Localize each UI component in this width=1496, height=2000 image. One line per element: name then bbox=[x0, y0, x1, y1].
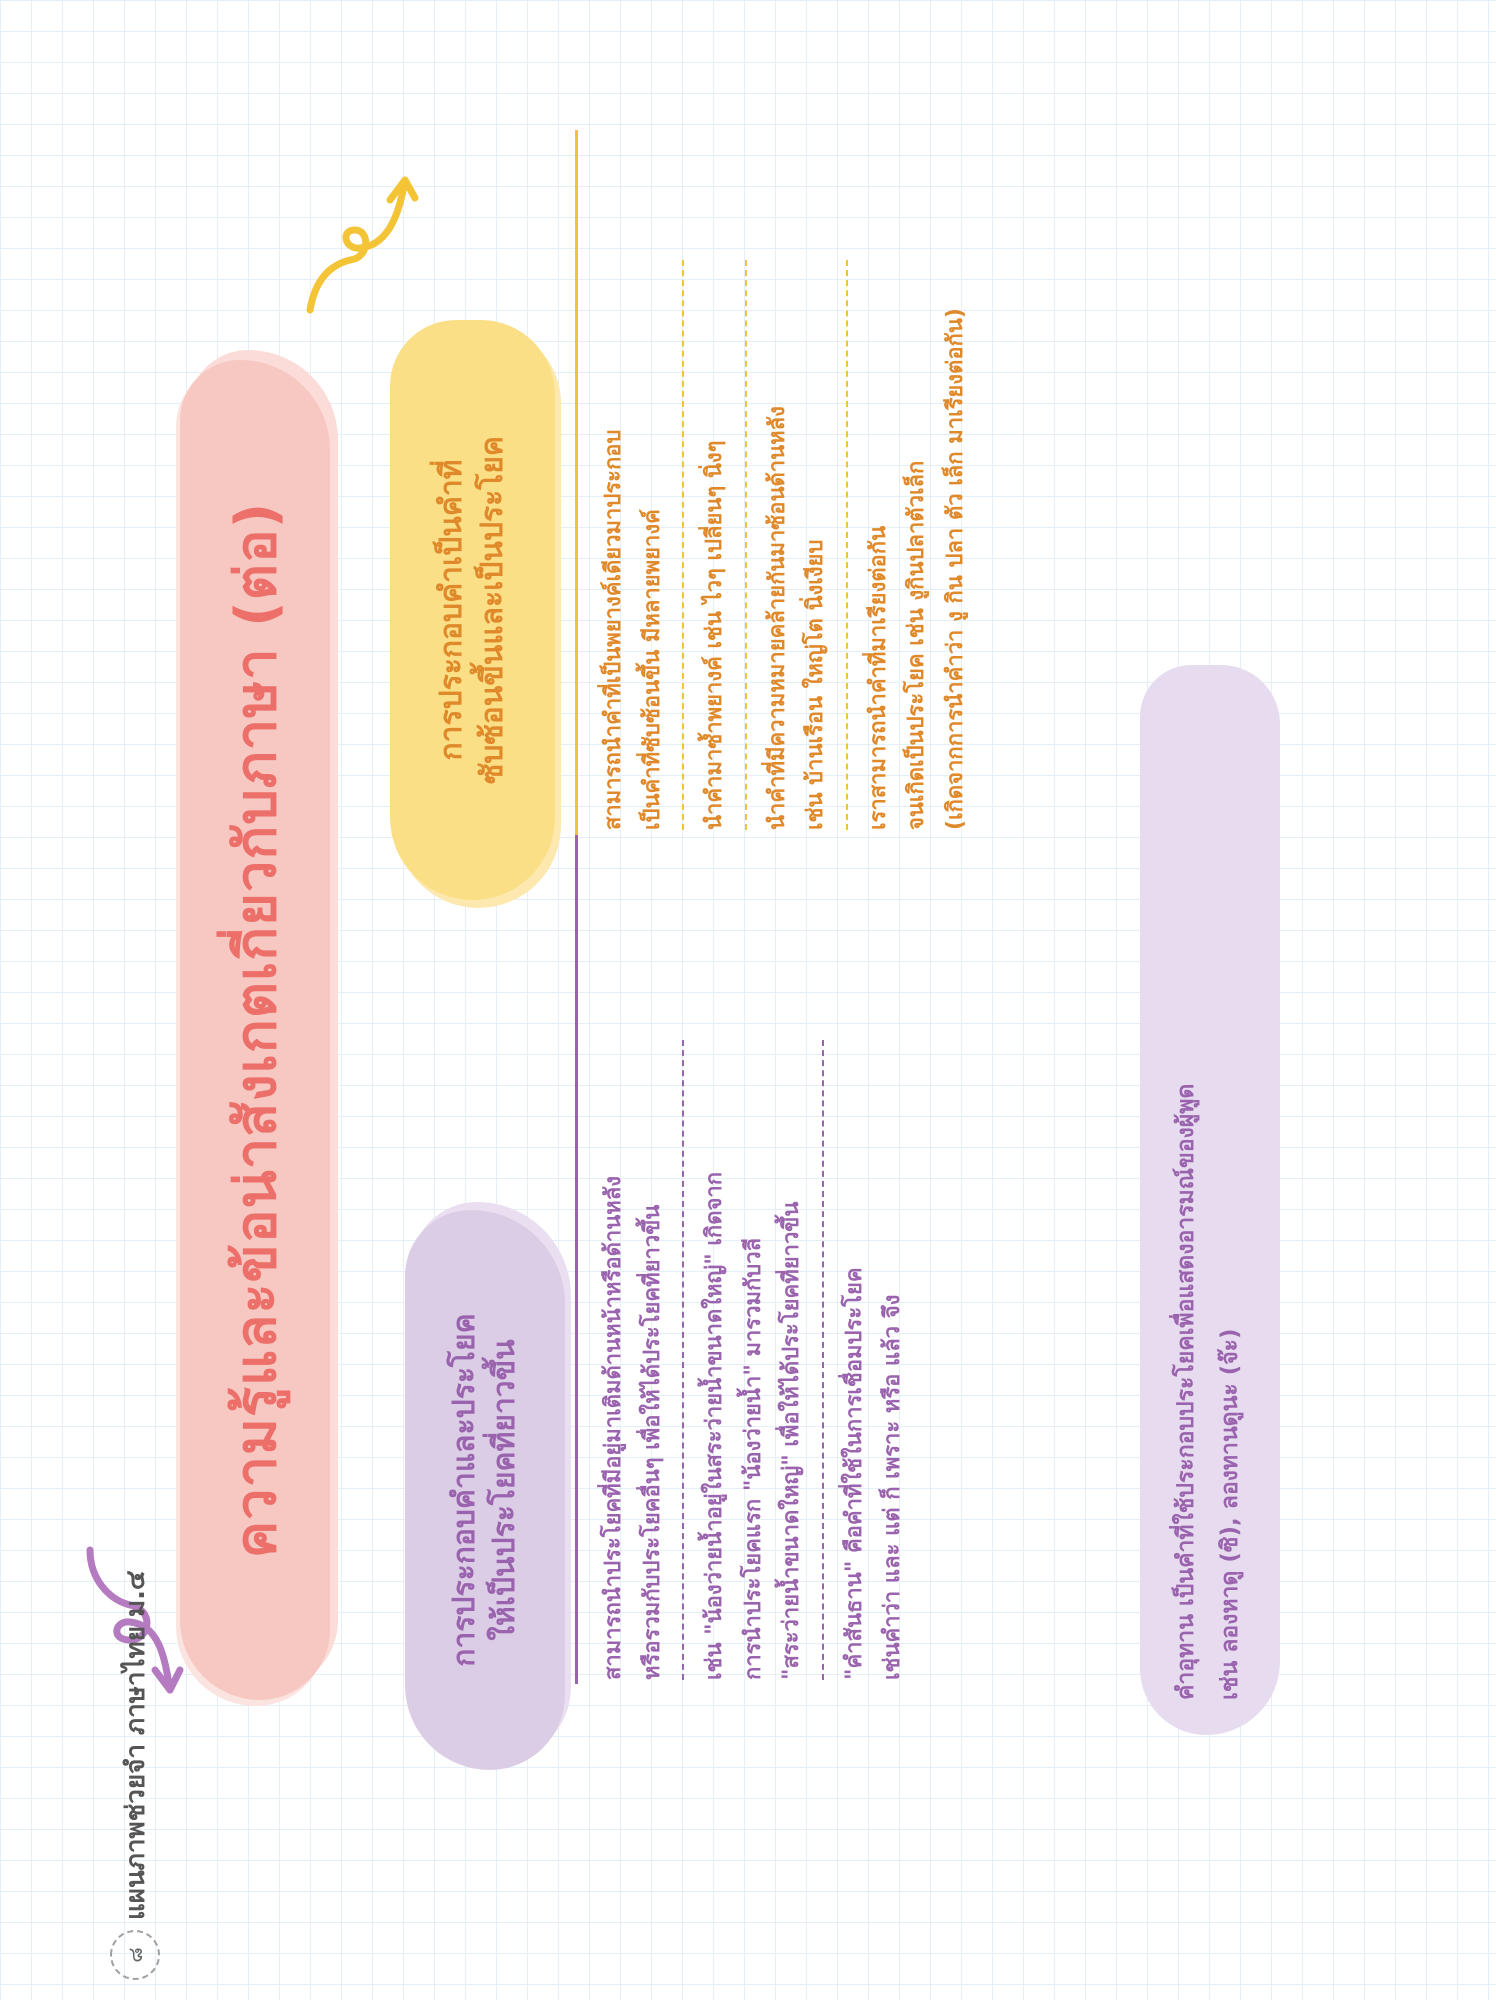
item-line: เช่นคำว่า และ แต่ ก็ เพราะ หรือ แล้ว จึง bbox=[880, 1294, 905, 1680]
item-line: เช่น "น้องว่ายน้ำอยู่ในสระว่ายน้ำขนาดใหญ… bbox=[702, 1171, 727, 1680]
item-divider bbox=[682, 260, 684, 830]
topic-items-yellow: สามารถนำคำที่เป็นพยางค์เดียวมาประกอบ เป็… bbox=[595, 130, 975, 830]
note-line: เช่น ลองหาดู (ซิ), ลองทานดูนะ (จ๊ะ) bbox=[1216, 1328, 1243, 1700]
list-item: สามารถนำคำที่เป็นพยางค์เดียวมาประกอบ เป็… bbox=[595, 130, 672, 830]
list-item: นำคำที่มีความหมายคล้ายกันมาซ้อนด้านหลัง … bbox=[759, 130, 836, 830]
item-line: จนเกิดเป็นประโยค เช่น งูกินปลาตัวเล็ก bbox=[904, 460, 929, 830]
item-line: (เกิดจากการนำคำว่า งู กิน ปลา ตัว เล็ก ม… bbox=[942, 308, 968, 830]
item-line: "สระว่ายน้ำขนาดใหญ่" เพื่อให้ได้ประโยคที… bbox=[779, 1201, 804, 1680]
topic-heading-word-building: การประกอบคำเป็นคำที่ ซับซ้อนขึ้นและเป็นป… bbox=[390, 320, 555, 900]
item-divider bbox=[744, 260, 747, 830]
topic-heading-line: ให้เป็นประโยคที่ยาวขึ้น bbox=[487, 1339, 522, 1641]
item-line: เช่น บ้านเรือน ใหญ่โต นิ่งเงียบ bbox=[803, 539, 828, 830]
item-line: เป็นคำที่ซับซ้อนขึ้น มีหลายพยางค์ bbox=[639, 509, 665, 830]
item-divider bbox=[682, 1040, 684, 1680]
item-line: "คำสันธาน" คือคำที่ใช้ในการเชื่อมประโยค bbox=[841, 1267, 867, 1680]
list-item: สามารถนำประโยคที่มีอยู่มาเติมด้านหน้าหรื… bbox=[595, 690, 672, 1680]
item-divider bbox=[845, 260, 848, 830]
item-line: หรือรวมกับประโยคอื่นๆ เพื่อให้ได้ประโยคท… bbox=[639, 1204, 665, 1680]
list-item: เช่น "น้องว่ายน้ำอยู่ในสระว่ายน้ำขนาดใหญ… bbox=[696, 690, 812, 1680]
item-line: การนำประโยคแรก "น้องว่ายน้ำ" มารวมกับวลี bbox=[740, 1237, 766, 1680]
note-line: คำอุทาน เป็นคำที่ใช้ประกอบประโยคเพื่อแสด… bbox=[1173, 1083, 1199, 1700]
topic-heading-sentence-building: การประกอบคำและประโยค ให้เป็นประโยคที่ยาว… bbox=[405, 1210, 565, 1770]
item-line: นำคำที่มีความหมายคล้ายกันมาซ้อนด้านหลัง bbox=[764, 406, 790, 830]
item-line: สามารถนำประโยคที่มีอยู่มาเติมด้านหน้าหรื… bbox=[601, 1176, 626, 1680]
topic-heading-line: ซับซ้อนขึ้นและเป็นประโยค bbox=[474, 436, 510, 784]
item-line: สามารถนำคำที่เป็นพยางค์เดียวมาประกอบ bbox=[601, 429, 626, 830]
item-line: นำคำมาซ้ำพยางค์ เช่น ไวๆ เปลี่ยนๆ นิ่งๆ bbox=[702, 440, 727, 830]
book-title: แผนภาพช่วยจำ ภาษาไทย ม.๔ bbox=[121, 1570, 151, 1920]
curl-arrow-left-icon bbox=[86, 1546, 184, 1694]
topic-heading-line: การประกอบคำและประโยค bbox=[446, 1313, 482, 1667]
curl-arrow-right-icon bbox=[306, 176, 419, 314]
bracket-line bbox=[575, 130, 578, 835]
list-item: "คำสันธาน" คือคำที่ใช้ในการเชื่อมประโยค … bbox=[836, 690, 913, 1680]
topic-items-purple: สามารถนำประโยคที่มีอยู่มาเติมด้านหน้าหรื… bbox=[595, 690, 913, 1680]
list-item: เราสามารถนำคำที่มาเรียงต่อกัน จนเกิดเป็น… bbox=[860, 130, 976, 830]
page-number: ๘ bbox=[110, 1930, 160, 1980]
note-block: คำอุทาน เป็นคำที่ใช้ประกอบประโยคเพื่อแสด… bbox=[1165, 690, 1252, 1700]
item-line: เราสามารถนำคำที่มาเรียงต่อกัน bbox=[865, 525, 891, 830]
page-title: ความรู้และข้อน่าสังเกตเกี่ยวกับภาษา (ต่อ… bbox=[223, 501, 289, 1559]
list-item: นำคำมาซ้ำพยางค์ เช่น ไวๆ เปลี่ยนๆ นิ่งๆ bbox=[696, 130, 735, 830]
item-divider bbox=[821, 1040, 824, 1680]
topic-heading-line: การประกอบคำเป็นคำที่ bbox=[434, 459, 469, 761]
